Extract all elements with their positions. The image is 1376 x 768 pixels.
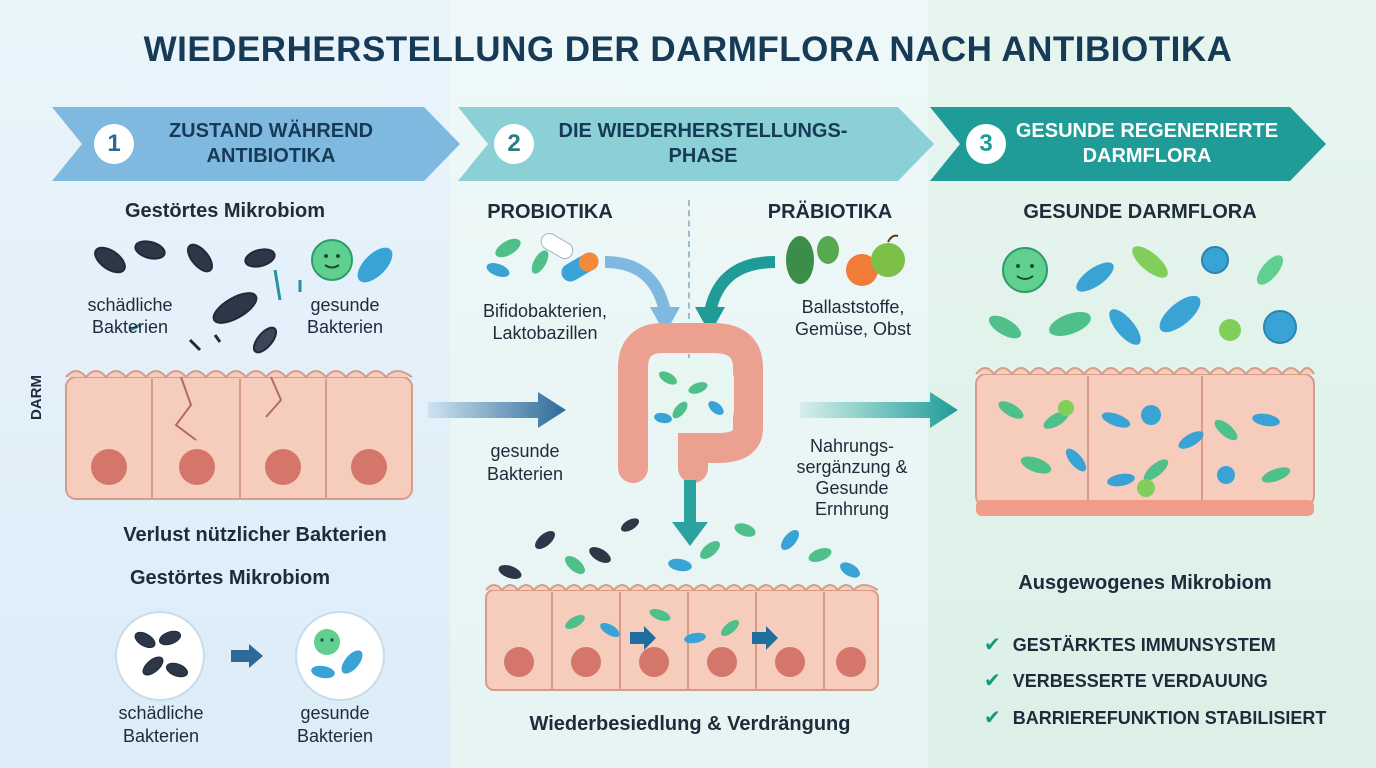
disturbed-microbiome-illustration	[94, 239, 393, 354]
healthy-bacteria-label: gesunde Bakterien	[306, 295, 384, 337]
harmful-bacteria-label: schädliche Bakterien	[87, 295, 173, 337]
colon-illustration	[618, 323, 763, 483]
step-2-number: 2	[494, 124, 534, 164]
panel-2-divider	[688, 200, 690, 360]
benefit-digestion: ✔ VERBESSERTE VERDAUUNG	[984, 668, 1268, 693]
step-1-number: 1	[94, 124, 134, 164]
transition-arrow-2	[800, 392, 958, 428]
panel-2-healthy-label: gesunde Bakterien	[486, 441, 564, 484]
bottom-microbiome-comparison	[115, 611, 385, 701]
step-3-banner: 3 GESUNDE REGENERIERTE DARMFLORA	[930, 107, 1330, 181]
prebiotic-vegetables-icon	[786, 234, 905, 286]
prebiotics-heading: PRÄBIOTIKA	[767, 201, 893, 223]
down-arrow-to-gut	[672, 480, 708, 546]
step-2-arrow-shape	[458, 107, 934, 181]
benefit-immune-label: GESTÄRKTES IMMUNSYSTEM	[1012, 635, 1276, 655]
damaged-intestine-cells	[65, 370, 413, 500]
prebiotics-description: Ballaststoffe, Gemüse, Obst	[794, 297, 912, 339]
supplement-arrows	[604, 256, 776, 334]
probiotic-capsules-icon	[486, 233, 599, 282]
panel-3-heading: GESUNDE DARMFLORA	[1023, 201, 1257, 223]
transition-arrow-1	[428, 392, 566, 428]
benefit-barrier-label: BARRIEREFUNKTION STABILISIERT	[1012, 708, 1327, 728]
bottom-healthy-label: gesunde Bakterien	[296, 703, 374, 746]
panel-1-heading-2: Gestörtes Mikrobiom	[129, 567, 331, 589]
step-3-arrow-shape	[930, 107, 1326, 181]
comparison-arrow	[231, 644, 263, 668]
panel-3-caption: Ausgewogenes Mikrobiom	[1018, 572, 1272, 594]
step-3-number: 3	[966, 124, 1006, 164]
bottom-harmful-label: schädliche Bakterien	[118, 703, 204, 746]
step-2-banner: 2 DIE WIEDERHERSTELLUNGS-PHASE	[458, 107, 938, 181]
intestine-side-label: DARM	[28, 375, 45, 420]
step-1-banner: 1 ZUSTAND WÄHREND ANTIBIOTIKA	[52, 107, 462, 181]
step-1-label: ZUSTAND WÄHREND ANTIBIOTIKA	[168, 120, 374, 167]
checkmark-icon: ✔	[984, 670, 1001, 692]
probiotics-description: Bifidobakterien, Laktobazillen	[482, 301, 608, 343]
checkmark-icon: ✔	[984, 634, 1001, 656]
step-1-arrow-shape	[52, 107, 460, 181]
healthy-bacteria-cloud	[988, 246, 1297, 345]
benefit-immune: ✔ GESTÄRKTES IMMUNSYSTEM	[984, 632, 1276, 657]
loss-caption: Verlust nützlicher Bakterien	[123, 524, 387, 546]
panel-2-caption: Wiederbesiedlung & Verdrängung	[529, 713, 851, 735]
benefit-digestion-label: VERBESSERTE VERDAUUNG	[1012, 671, 1268, 691]
page-title: WIEDERHERSTELLUNG DER DARMFLORA NACH ANT…	[143, 30, 1233, 69]
probiotics-heading: PROBIOTIKA	[487, 201, 613, 223]
step-2-label: DIE WIEDERHERSTELLUNGS-PHASE	[558, 120, 848, 167]
healthy-intestine-cells	[975, 367, 1315, 516]
benefit-barrier: ✔ BARRIEREFUNKTION STABILISIERT	[984, 705, 1326, 730]
checkmark-icon: ✔	[984, 707, 1001, 729]
supplement-label: Nahrungs- sergänzung & Gesunde Ernhrung	[796, 436, 908, 519]
step-3-label: GESUNDE REGENERIERTE DARMFLORA	[1015, 120, 1279, 167]
panel-1-heading: Gestörtes Mikrobiom	[124, 200, 326, 222]
recolonizing-intestine	[485, 518, 879, 691]
